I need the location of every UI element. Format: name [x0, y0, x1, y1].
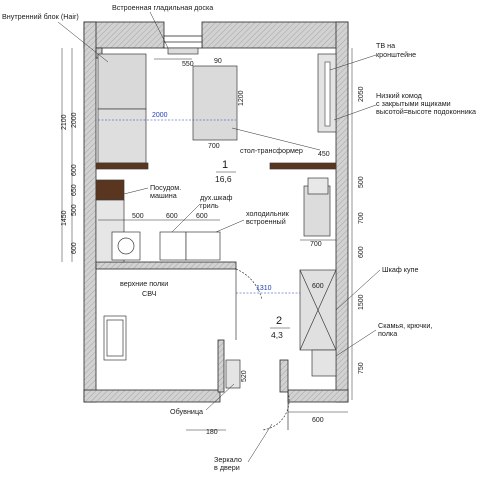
wall-bath-right — [217, 339, 225, 393]
label-dishwasher-2: машина — [150, 191, 177, 200]
label-microwave: СВЧ — [142, 289, 157, 298]
dim-550: 550 — [182, 61, 194, 68]
fridge — [185, 231, 221, 261]
label-fridge-1: холодильник — [246, 209, 290, 218]
labels: Встроенная гладильная доска Внутренний б… — [2, 3, 476, 472]
dim-600-left: 600 — [71, 242, 78, 254]
wall-right — [335, 21, 349, 403]
dim-500-kitchen: 500 — [132, 213, 144, 220]
label-wardrobe: Шкаф купе — [382, 265, 419, 274]
dim-1500: 1500 — [358, 294, 365, 310]
dim-500-right: 500 — [358, 176, 365, 188]
room-1-number: 1 — [222, 159, 228, 171]
dim-1450: 1450 — [61, 210, 68, 226]
dishwasher — [95, 179, 125, 201]
label-transformer-table: стол-трансформер — [240, 146, 303, 155]
dim-1310: 1310 — [256, 285, 272, 292]
kitchen-counter-right — [269, 162, 337, 170]
chair — [307, 177, 329, 195]
dim-2100: 2100 — [61, 114, 68, 130]
bench — [311, 349, 337, 377]
dim-180: 180 — [206, 429, 218, 436]
label-bench-1: Скамья, крючки, — [378, 321, 432, 330]
wall-partition-horizontal — [95, 261, 237, 270]
label-upper-shelves: верхние полки — [120, 279, 168, 288]
bathtub-inner — [106, 319, 124, 357]
furniture — [95, 47, 337, 389]
dimension-text: 550 90 2000 1200 700 2050 450 2100 2000 … — [61, 58, 365, 436]
dim-600-right: 600 — [358, 246, 365, 258]
label-fridge-2: встроенный — [246, 217, 286, 226]
label-dresser-1: Низкий комод — [376, 91, 423, 100]
dim-450: 450 — [318, 151, 330, 158]
label-tv-1: ТВ на — [376, 41, 395, 50]
dim-500-left: 500 — [71, 204, 78, 216]
label-tv-2: кронштейне — [376, 50, 416, 59]
doors — [235, 268, 290, 431]
wall-left — [83, 21, 97, 403]
wall-top-left — [83, 21, 165, 49]
label-dresser-2: с закрытыми ящиками — [376, 99, 451, 108]
dim-600-hall: 600 — [312, 283, 324, 290]
dim-lines — [61, 48, 353, 431]
wall-bottom-right — [287, 389, 349, 403]
window — [163, 35, 203, 49]
kitchen-counter-left — [95, 162, 149, 170]
shoe-rack — [225, 359, 241, 389]
label-oven-1: дух.шкаф — [200, 193, 232, 202]
label-mirror-2: в двери — [214, 463, 240, 472]
dim-700-bottom: 700 — [310, 241, 322, 248]
bed — [97, 108, 147, 164]
dim-700-right: 700 — [358, 212, 365, 224]
dim-2000-left: 2000 — [71, 112, 78, 128]
room-2-area: 4,3 — [271, 330, 283, 340]
label-shoe-rack: Обувница — [170, 407, 203, 416]
wall-entry — [279, 359, 289, 393]
transformer-table — [192, 65, 238, 141]
dim-600-bottom: 600 — [312, 417, 324, 424]
dim-1200: 1200 — [238, 90, 245, 106]
dim-600-upper: 600 — [71, 164, 78, 176]
label-ironing-board: Встроенная гладильная доска — [112, 3, 213, 12]
dim-700-table: 700 — [208, 143, 220, 150]
wall-top-right — [201, 21, 349, 49]
room-2-number: 2 — [276, 315, 282, 327]
tv-panel — [324, 61, 331, 127]
label-built-in-block: Внутренний блок (Hair) — [2, 12, 79, 21]
dim-520: 520 — [241, 370, 248, 382]
built-in-block — [97, 53, 147, 110]
dim-90: 90 — [214, 58, 222, 65]
ironing-board — [167, 47, 199, 55]
label-bench-2: полка — [378, 329, 397, 338]
dim-750: 750 — [358, 362, 365, 374]
sink-bowl — [117, 237, 135, 255]
blue-dim-lines — [98, 119, 300, 294]
dim-2050: 2050 — [358, 86, 365, 102]
label-mirror-1: Зеркало — [214, 455, 242, 464]
dim-2000-bed: 2000 — [152, 112, 168, 119]
dim-600-kitchen-a: 600 — [166, 213, 178, 220]
dim-650: 650 — [71, 184, 78, 196]
label-oven-2: гриль — [200, 201, 219, 210]
wall-bottom-left — [83, 389, 221, 403]
rooms: 1 16,6 2 4,3 — [215, 159, 290, 340]
room-1-area: 16,6 — [215, 174, 232, 184]
oven — [159, 231, 187, 261]
leaders — [57, 11, 381, 463]
label-dresser-3: высотой=высоте подоконника — [376, 107, 476, 116]
label-dishwasher-1: Посудом. — [150, 183, 181, 192]
dim-600-kitchen-b: 600 — [196, 213, 208, 220]
